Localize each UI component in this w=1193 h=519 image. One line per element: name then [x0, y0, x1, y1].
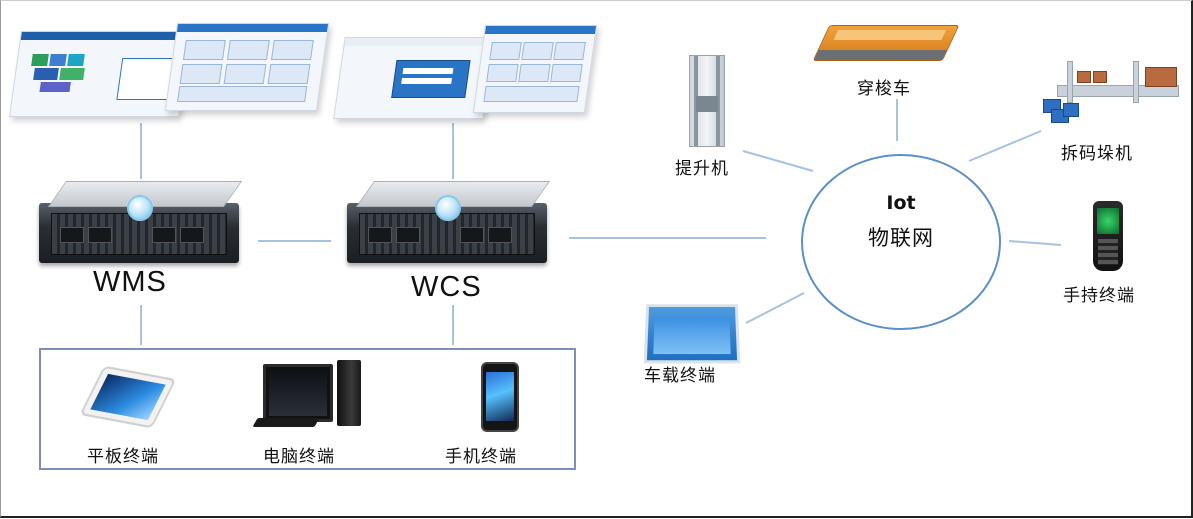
logo-mosaic	[49, 54, 67, 66]
palletizer-label: 拆码垛机	[1061, 144, 1133, 164]
wcs-data-screen	[472, 25, 598, 113]
table-cell	[489, 42, 522, 60]
table-cell	[521, 42, 554, 60]
logo-mosaic	[31, 54, 49, 66]
palletizer-icon	[1037, 59, 1187, 129]
login-field	[401, 78, 452, 84]
terminal-devices-box: 平板终端 电脑终端 手机终端	[39, 348, 576, 470]
server-node-indicator	[127, 195, 153, 221]
screen-title-bar	[484, 26, 597, 34]
table-cell	[518, 64, 551, 82]
table-cell	[223, 64, 267, 84]
wcs-software-screen	[333, 37, 495, 119]
shuttle-car-icon	[812, 25, 960, 61]
lift-label: 提升机	[675, 159, 729, 179]
vehicle-terminal-icon	[643, 304, 741, 364]
drive-bay	[396, 227, 420, 243]
connector-iot-vehicle	[745, 292, 805, 324]
lift-icon	[689, 55, 725, 147]
table-cell	[179, 64, 223, 84]
table-cell	[182, 40, 226, 60]
wcs-server	[347, 181, 551, 263]
phone-terminal-label: 手机终端	[445, 447, 517, 467]
iot-hub: Iot 物联网	[801, 154, 1001, 330]
connector-iot-lift	[742, 150, 814, 172]
table-cell	[486, 64, 519, 82]
drive-bay	[368, 227, 392, 243]
table-cell	[270, 40, 314, 60]
table-cell	[553, 42, 586, 60]
screen-title-bar	[20, 32, 190, 40]
mobile-phone-icon	[481, 362, 519, 432]
server-node-indicator	[435, 195, 461, 221]
table-cell	[226, 40, 270, 60]
drive-bay	[488, 227, 512, 243]
pc-tower-icon	[337, 360, 361, 426]
monitor-icon	[263, 364, 333, 422]
screen-title-bar	[344, 38, 494, 46]
wms-label: WMS	[93, 266, 167, 298]
drive-bay	[88, 227, 112, 243]
connector-iot-palletizer	[968, 130, 1042, 162]
table-cell	[483, 86, 580, 102]
screen-title-bar	[176, 24, 329, 32]
shuttle-label: 穿梭车	[857, 79, 911, 99]
wcs-label: WCS	[411, 271, 482, 303]
drive-bay	[460, 227, 484, 243]
table-cell	[550, 64, 583, 82]
tablet-icon	[79, 365, 177, 429]
logo-mosaic	[59, 68, 85, 80]
connector-iot-handheld	[1008, 240, 1062, 246]
iot-title: Iot	[886, 192, 916, 214]
wms-server	[39, 181, 243, 263]
wms-software-screen	[8, 31, 192, 117]
handheld-label: 手持终端	[1063, 286, 1135, 306]
logo-mosaic	[33, 68, 59, 80]
drive-bay	[152, 227, 176, 243]
handheld-terminal-icon	[1093, 201, 1123, 271]
logo-mosaic	[67, 54, 85, 66]
login-field	[402, 68, 454, 74]
logo-mosaic	[39, 82, 71, 92]
tablet-terminal-label: 平板终端	[87, 447, 159, 467]
keyboard-icon	[252, 418, 320, 427]
wms-data-screen	[164, 23, 330, 111]
iot-subtitle: 物联网	[868, 226, 934, 250]
drive-bay	[180, 227, 204, 243]
vehicle-terminal-label: 车载终端	[644, 366, 716, 386]
table-cell	[177, 86, 308, 102]
server-front-panel	[51, 213, 227, 255]
pc-terminal-label: 电脑终端	[263, 447, 335, 467]
drive-bay	[60, 227, 84, 243]
table-cell	[267, 64, 311, 84]
